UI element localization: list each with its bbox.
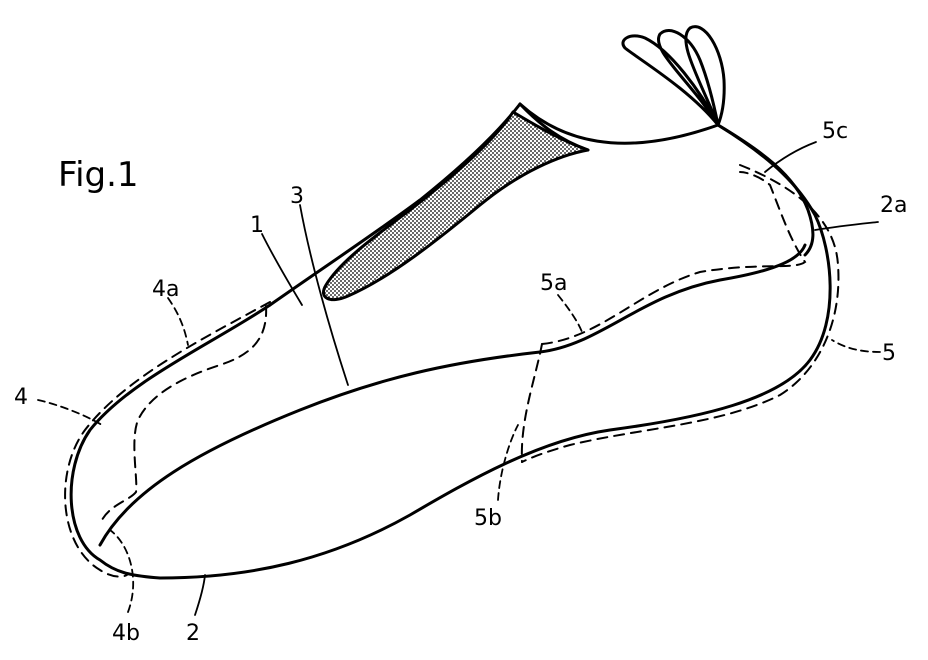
toe-cap-inner-dashed [102,306,266,520]
leader-4a [168,298,188,345]
label-4: 4 [14,385,28,410]
label-4b: 4b [112,621,140,646]
heel-counter-line [718,125,813,255]
sole-seam [100,245,805,545]
label-2: 2 [186,621,200,646]
label-5: 5 [882,341,896,366]
leader-5c [765,142,816,172]
leader-2 [195,575,205,615]
heel-wrap-front-dashed [522,344,542,462]
label-5c: 5c [822,119,848,144]
shoe-drawing [65,27,838,578]
label-2a: 2a [880,193,907,218]
leader-5 [832,340,880,352]
leader-5a [558,295,582,332]
heel-pull-loops [623,27,724,125]
label-3: 3 [290,184,304,209]
leader-4 [38,400,102,425]
label-5b: 5b [474,506,502,531]
heel-wrap-dashed [542,172,805,344]
figure-title: Fig.1 [58,155,139,195]
toe-cap-dashed [65,302,270,577]
label-4a: 4a [152,277,179,302]
leader-1 [262,234,302,305]
label-1: 1 [250,213,264,238]
label-5a: 5a [540,271,567,296]
